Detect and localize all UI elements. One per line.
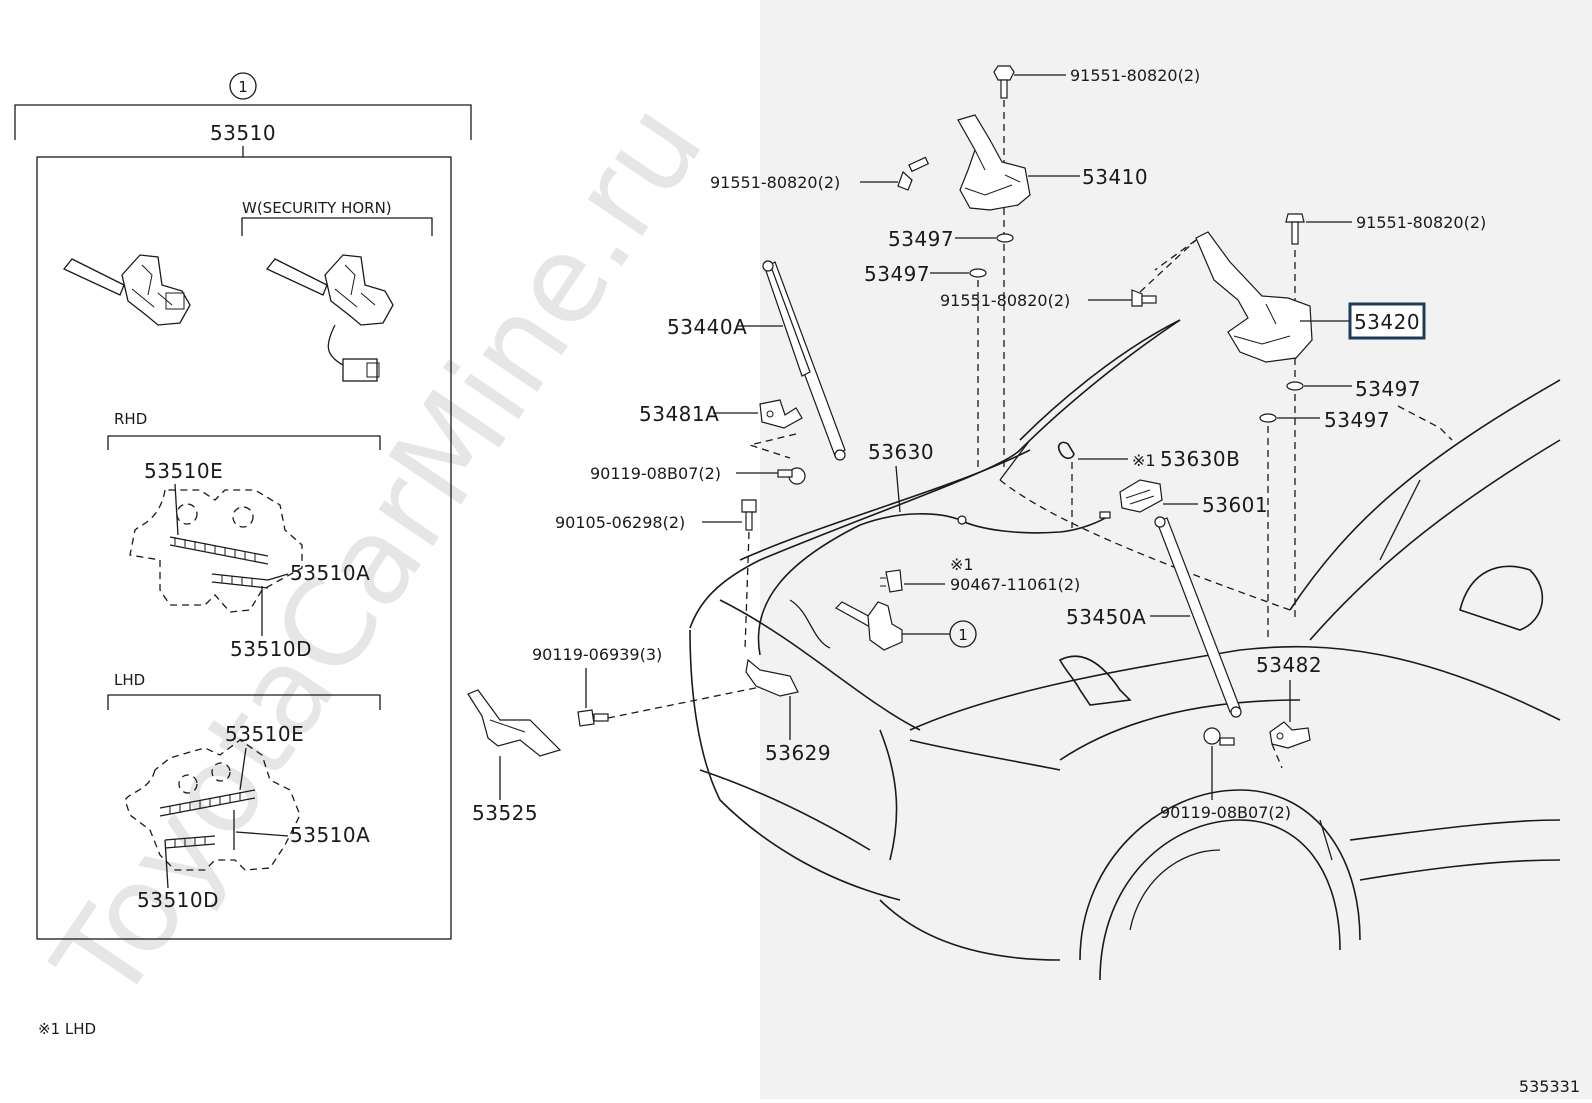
washer-icon: [996, 233, 1014, 243]
rhd-label-53510a: 53510A: [290, 561, 370, 585]
label-bracket-right: 53482: [1256, 653, 1322, 677]
footnote: ※1 LHD: [38, 1020, 96, 1038]
label-washer-a: 53497: [888, 227, 954, 251]
group-circle: [229, 72, 257, 100]
label-bracket-left: 53481A: [639, 402, 719, 426]
bolt-icon: [993, 65, 1015, 99]
label-bolt-right-bracket: 90119-08B07(2): [1160, 803, 1291, 822]
label-washer-b: 53497: [864, 262, 930, 286]
label-bolt-top: 91551-80820(2): [1070, 66, 1200, 85]
label-washer-d: 53497: [1324, 408, 1390, 432]
gas-strut-right-icon: [1154, 516, 1242, 718]
label-bolt-90105: 90105-06298(2): [555, 513, 685, 532]
clip-icon: [1057, 441, 1075, 460]
lhd-label-53510a: 53510A: [290, 823, 370, 847]
label-bolt-bracket: 90119-08B07(2): [590, 464, 721, 483]
bracket-right-icon: [1269, 721, 1311, 749]
label-support: 53629: [765, 741, 831, 765]
label-handle: 53601: [1202, 493, 1268, 517]
variant-security-label: W(SECURITY HORN): [242, 199, 392, 217]
figure-number: 535331: [1519, 1077, 1580, 1096]
label-strut-right: 53450A: [1066, 605, 1146, 629]
label-bracket-53525: 53525: [472, 801, 538, 825]
label-clip-note: ※1: [1132, 451, 1156, 470]
latch-group-circle: [949, 620, 977, 648]
bracket-left-icon: [759, 399, 803, 429]
watermark: ToyotaCarMine.ru: [28, 79, 730, 1027]
highlighted-part-box: [1348, 302, 1426, 340]
latch-assembly-icon: [62, 254, 191, 326]
release-handle-icon: [1119, 479, 1163, 513]
label-cable: 53630: [868, 440, 934, 464]
variant-rhd-label: RHD: [114, 410, 147, 428]
label-bolt-hinge-left: 91551-80820(2): [710, 173, 840, 192]
vehicle-outline: [689, 319, 1561, 981]
hood-hinge-right-icon: [1195, 231, 1313, 363]
lhd-label-53510d: 53510D: [137, 888, 219, 912]
latch-assembly-horn-icon: [265, 254, 394, 382]
lhd-latch-plate: [124, 739, 301, 871]
support-icon: [745, 658, 799, 697]
label-latch-circle: 1: [958, 626, 968, 644]
washer-icon: [1286, 381, 1304, 391]
washer-icon: [969, 268, 987, 278]
washer-icon: [1259, 413, 1277, 423]
clip-icon: [880, 569, 903, 593]
bolt-icon: [577, 709, 609, 727]
inset-box: [36, 156, 452, 940]
hood-lock-icon: [789, 599, 903, 651]
label-bolt-90119-06939: 90119-06939(3): [532, 645, 662, 664]
gas-strut-left-icon: [762, 260, 846, 461]
label-bolt-top-right: 91551-80820(2): [1356, 213, 1486, 232]
group-circle-number: 1: [238, 78, 248, 96]
label-clip-90467: 90467-11061(2): [950, 575, 1080, 594]
rhd-latch-plate: [129, 489, 303, 613]
hood-hinge-left-icon: [957, 114, 1031, 211]
variant-lhd-label: LHD: [114, 671, 145, 689]
bolt-icon: [1203, 727, 1235, 746]
label-washer-c: 53497: [1355, 377, 1421, 401]
bolt-icon: [897, 156, 930, 191]
rhd-label-53510d: 53510D: [230, 637, 312, 661]
label-strut-left: 53440A: [667, 315, 747, 339]
lhd-label-53510e: 53510E: [225, 722, 304, 746]
label-clip-90467-note: ※1: [950, 555, 974, 574]
bolt-icon: [1131, 289, 1157, 307]
bolt-icon: [741, 499, 757, 531]
bracket-53525-icon: [467, 689, 562, 757]
rhd-label-53510e: 53510E: [144, 459, 223, 483]
label-hinge-left: 53410: [1082, 165, 1148, 189]
inset-group: 1 53510 W(SECURITY HORN) RHD: [14, 72, 472, 940]
group-bracket: [14, 104, 472, 140]
label-clip-part: 53630B: [1160, 447, 1240, 471]
release-cable-icon: [757, 319, 1181, 656]
label-hinge-right: 53420: [1354, 310, 1420, 334]
label-bolt-mid: 91551-80820(2): [940, 291, 1070, 310]
bolt-icon: [1285, 213, 1305, 245]
group-part-label: 53510: [210, 121, 276, 145]
